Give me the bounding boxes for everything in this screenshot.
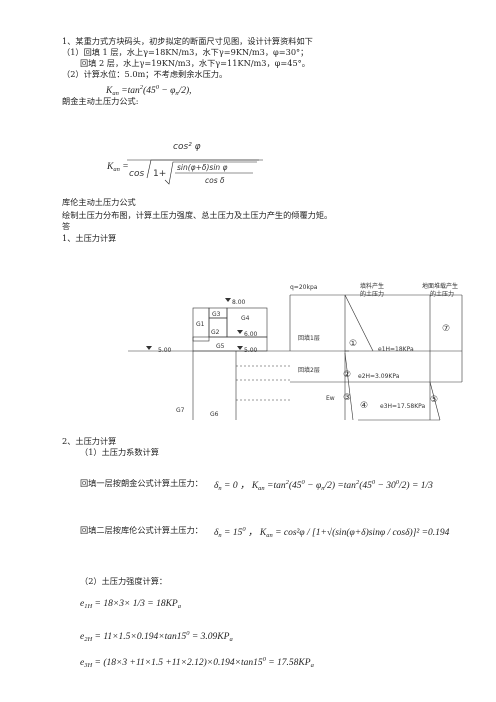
elev-low: 5.00 bbox=[244, 347, 258, 354]
elev-mid: 6.00 bbox=[244, 331, 258, 338]
block-g1: G1 bbox=[196, 321, 205, 328]
calc-line-1-formula: δn = 0 ， Kan =tan2(450 − φn/2) =tan2(450… bbox=[214, 479, 433, 492]
section-diagram: 8.00 6.00 5.00 5.00 q=20kpa 填料产生 的土压力 地面… bbox=[128, 282, 463, 421]
condition-1b: 回填 2 层，水上γ=19KN/m3，水下γ=11KN/m3，φ=45°。 bbox=[80, 58, 310, 68]
block-g7: G7 bbox=[176, 407, 185, 414]
elev-left: 5.00 bbox=[158, 347, 172, 354]
svg-text:cos² φ: cos² φ bbox=[173, 142, 201, 152]
layer-1-label: 回填1层 bbox=[298, 334, 320, 342]
circle-2: ② bbox=[343, 370, 351, 380]
col1-line1: 填料产生 bbox=[360, 282, 384, 290]
coulomb-formula-lhs: Kan = bbox=[107, 162, 129, 173]
rankine-formula: Kan =tan2(450 − φn/2), bbox=[106, 84, 192, 97]
condition-2: （2）计算水位：5.0m；不考虑剩余水压力。 bbox=[62, 69, 228, 79]
coulomb-label: 库伦主动土压力公式 bbox=[62, 197, 136, 207]
svg-text:1+: 1+ bbox=[153, 169, 166, 179]
section-2-title: 2、土压力计算 bbox=[62, 436, 117, 446]
answer-label: 答 bbox=[62, 221, 71, 231]
section-1-title: 1、土压力计算 bbox=[62, 233, 117, 243]
e1-label: e1H=18KPa bbox=[378, 346, 414, 353]
section-2b-title: （2）土压力强度计算： bbox=[80, 576, 168, 586]
svg-text:cos: cos bbox=[129, 169, 144, 179]
layer-2-label: 回填2层 bbox=[298, 366, 320, 374]
col1-line2: 的土压力 bbox=[360, 290, 384, 298]
e3-label: e3H=17.58KPa bbox=[380, 403, 426, 410]
svg-text:sin(φ+δ)sin φ: sin(φ+δ)sin φ bbox=[177, 163, 228, 172]
task-text: 绘制土压力分布图，计算土压力强度、总土压力及土压力产生的倾覆力矩。 bbox=[62, 210, 333, 220]
circle-5: ⑤ bbox=[430, 395, 438, 405]
calc-line-1-text: 回填一层按朗金公式计算土压力： bbox=[80, 478, 203, 488]
block-g4: G4 bbox=[241, 315, 250, 322]
coulomb-formula: cos² φ cos 1+ sin(φ+δ)sin φ cos δ bbox=[127, 142, 263, 185]
problem-title: 1、某重力式方块码头，初步拟定的断面尺寸见图，设计计算资料如下 bbox=[62, 36, 313, 46]
e3-calc: e3H = (18×3 +11×1.5 +11×2.12)×0.194×tan1… bbox=[80, 656, 314, 669]
e1-calc: e1H = 18×3× 1/3 = 18KPa bbox=[80, 599, 181, 610]
circle-1: ① bbox=[349, 339, 357, 349]
block-g3: G3 bbox=[212, 311, 221, 318]
calc-line-2-formula: δn = 150 ， Kan = cos²φ / [1+√(sin(φ+δ)si… bbox=[214, 526, 450, 539]
elev-top: 8.00 bbox=[232, 299, 246, 306]
block-g6: G6 bbox=[210, 411, 219, 418]
rankine-label: 朗金主动土压力公式: bbox=[62, 96, 139, 106]
e2-label: e2H=3.09KPa bbox=[358, 373, 400, 380]
circle-4: ④ bbox=[360, 401, 368, 411]
svg-text:cos δ: cos δ bbox=[205, 176, 225, 185]
calc-line-2-text: 回填二层按库伦公式计算土压力： bbox=[80, 525, 203, 535]
ew-label: Ew bbox=[326, 395, 335, 402]
circle-7: ⑦ bbox=[442, 324, 450, 334]
block-g2: G2 bbox=[211, 329, 220, 336]
condition-1: （1）回填 1 层，水上γ=18KN/m3，水下γ=9KN/m3，φ=30°； bbox=[62, 47, 309, 57]
circle-3: ③ bbox=[343, 393, 351, 403]
col2-line2: 的土压力 bbox=[430, 290, 454, 298]
col2-line1: 地面堆载产生 bbox=[422, 282, 458, 290]
e2-calc: e2H = 11×1.5×0.194×tan150 = 3.09KPa bbox=[80, 630, 233, 643]
load-label: q=20kpa bbox=[290, 284, 318, 291]
block-g5: G5 bbox=[216, 343, 225, 350]
section-2a-title: （1）土压力系数计算 bbox=[80, 447, 159, 457]
